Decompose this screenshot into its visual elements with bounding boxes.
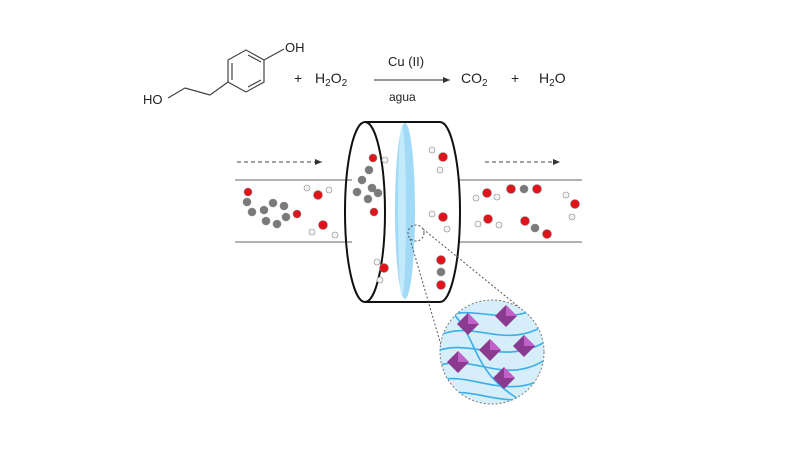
reactor-cylinder bbox=[344, 121, 461, 303]
tyrosol-molecule bbox=[242, 187, 302, 229]
co2-formula: CO2 bbox=[461, 70, 488, 89]
co2-molecule bbox=[506, 184, 542, 194]
h2o2-formula: H2O2 bbox=[315, 70, 348, 89]
tyrosol-structure bbox=[167, 48, 285, 99]
zoom-origin bbox=[407, 224, 425, 242]
plus-sign-2: + bbox=[511, 70, 519, 86]
water-molecule bbox=[562, 191, 580, 221]
peroxide-molecule bbox=[308, 220, 339, 239]
water-molecule bbox=[472, 188, 501, 202]
co2-molecule bbox=[520, 216, 552, 239]
peroxide-molecule bbox=[303, 184, 333, 200]
plus-sign: + bbox=[294, 70, 302, 86]
co2-molecule bbox=[436, 255, 446, 290]
mof-crystals bbox=[447, 305, 535, 389]
catalyst-label: Cu (II) bbox=[388, 54, 424, 69]
tyrosol-molecule-reactor bbox=[352, 153, 389, 217]
mof-zoom-inset bbox=[439, 299, 545, 405]
molecules bbox=[242, 146, 580, 290]
oh-label: OH bbox=[285, 40, 305, 55]
ho-label: HO bbox=[143, 92, 163, 107]
h2o-formula: H2O bbox=[539, 70, 566, 89]
water-molecule bbox=[428, 146, 448, 174]
solvent-label: agua bbox=[389, 90, 416, 104]
pipe-walls bbox=[235, 179, 582, 243]
water-molecule bbox=[428, 210, 451, 233]
water-molecule bbox=[373, 258, 389, 284]
water-molecule bbox=[474, 214, 503, 229]
